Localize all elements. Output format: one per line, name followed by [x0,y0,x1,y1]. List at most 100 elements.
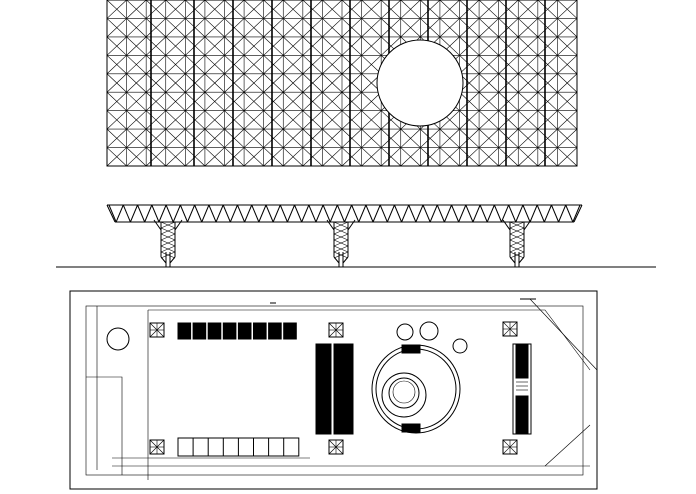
grid-diagonal [145,18,166,38]
grid-diagonal [459,18,480,38]
grid-diagonal [302,55,323,74]
grid-diagonal [478,92,499,111]
grid-diagonal [106,0,127,19]
truss-left-end [106,204,116,223]
truss-web-member [329,204,338,223]
grid-diagonal [498,73,519,93]
grid-diagonal [518,18,539,38]
truss-web-member [529,204,538,223]
truss-web-member [501,204,510,223]
column-taper [518,256,525,264]
grid-diagonal [322,18,343,38]
column-lattice [160,239,176,247]
roof-plan-view [106,0,578,167]
grid-diagonal [341,36,362,56]
truss-web-member [151,204,160,223]
grid-diagonal [126,92,147,111]
grid-diagonal [518,36,539,56]
grid-diagonal [557,55,578,74]
grid-diagonal [283,128,304,148]
truss-web-member [179,204,188,223]
site-outer-border [69,290,598,490]
bench-row-top [177,322,297,340]
grid-diagonal [145,55,166,74]
grid-diagonal [302,18,323,38]
right-bench [512,343,532,435]
grid-diagonal [400,128,421,148]
grid-diagonal [459,0,480,19]
grid-diagonal [204,36,225,56]
column-taper [509,256,516,264]
grid-diagonal [283,18,304,38]
grid-diagonal [106,36,127,56]
grid-diagonal [518,128,539,148]
grid-diagonal [283,147,304,167]
grid-diagonal [224,18,245,38]
grid-diagonal [537,110,558,130]
grid-diagonal [302,92,323,111]
grid-diagonal [341,73,362,93]
grid-diagonal [224,128,245,148]
grid-diagonal [165,110,186,130]
truss-web-member [365,204,374,223]
grid-diagonal [283,0,304,19]
grid-diagonal [420,0,441,19]
grid-diagonal [361,128,382,148]
grid-diagonal [126,36,147,56]
grid-diagonal [439,128,460,148]
truss-web-member [251,204,260,223]
truss-web-member [408,204,417,223]
truss-web-member [358,204,367,223]
grid-diagonal [439,147,460,167]
grid-diagonal [243,55,264,74]
site-inner-border [85,305,584,476]
grid-diagonal [478,110,499,130]
grid-diagonal [537,18,558,38]
truss-web-member [543,204,552,223]
grid-diagonal [400,147,421,167]
column-lattice [160,251,176,259]
truss-web-member [558,204,567,223]
truss-web-member [308,204,317,223]
grid-diagonal [361,92,382,111]
column-brace [153,219,162,231]
truss-web-member [172,204,181,223]
grid-diagonal [537,128,558,148]
truss-web-member [508,204,517,223]
central-block-left [315,343,332,435]
grid-diagonal [341,128,362,148]
grid-diagonal [322,0,343,19]
grid-diagonal [302,147,323,167]
truss-web-member [415,204,424,223]
grid-diagonal [380,0,401,19]
grid-diagonal [380,36,401,56]
grid-diagonal [126,147,147,167]
grid-diagonal [400,0,421,19]
truss-web-member [279,204,288,223]
column-taper [333,256,340,264]
right-bench-bottom [515,395,529,435]
fountain-outer [371,344,461,434]
grid-diagonal [557,36,578,56]
truss-right-end [573,204,583,223]
grid-diagonal [537,147,558,167]
column-lattice [509,239,525,247]
column-lattice [509,221,525,229]
planter-circle-3 [452,338,468,354]
grid-diagonal [263,147,284,167]
truss-web-member [265,204,274,223]
truss-web-member [472,204,481,223]
grid-diagonal [459,92,480,111]
grid-diagonal [322,36,343,56]
truss-web-member [286,204,296,223]
column-lattice [509,245,525,253]
grid-diagonal [341,0,362,19]
grid-diagonal [204,73,225,93]
grid-diagonal [185,36,206,56]
grid-diagonal [420,18,441,38]
grid-diagonal [126,55,147,74]
grid-diagonal [322,147,343,167]
grid-diagonal [557,18,578,38]
grid-diagonal [243,0,264,19]
grid-diagonal [145,92,166,111]
